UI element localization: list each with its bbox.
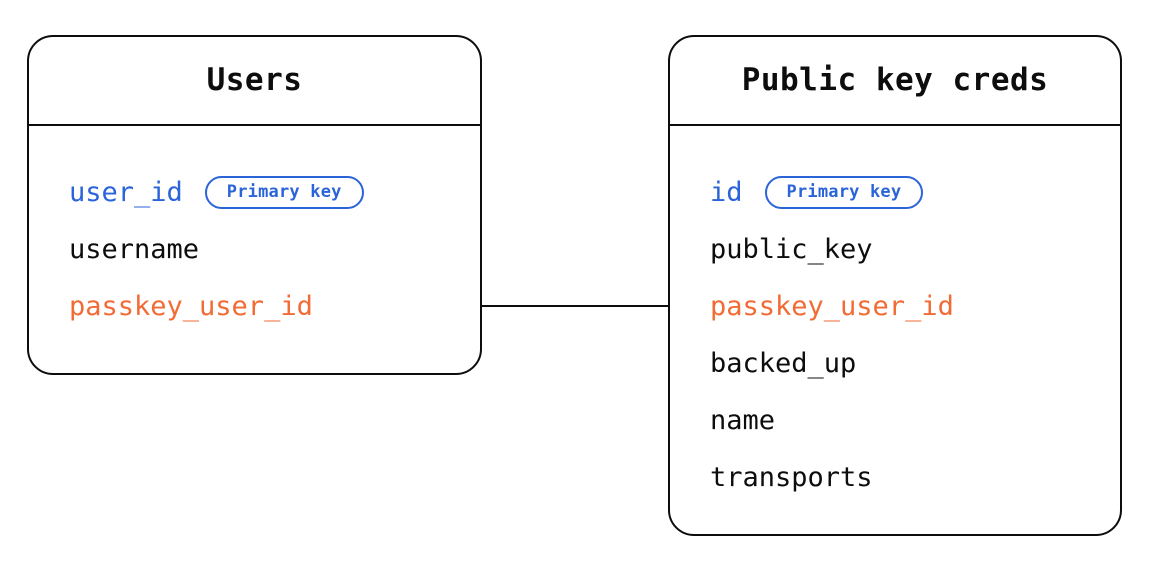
field-row[interactable]: passkey_user_id — [710, 278, 1120, 335]
entity-users[interactable]: Users user_id Primary key username passk… — [27, 35, 482, 375]
field-name-public-key: public_key — [710, 234, 873, 265]
field-name-id: id — [710, 177, 743, 208]
field-name-passkey-user-id: passkey_user_id — [69, 291, 313, 322]
entity-users-title: Users — [206, 62, 303, 98]
entity-public-key-creds-title: Public key creds — [741, 62, 1049, 98]
field-name-user-id: user_id — [69, 177, 183, 208]
field-row[interactable]: username — [69, 221, 480, 278]
field-row[interactable]: transports — [710, 449, 1120, 506]
field-name-name: name — [710, 405, 776, 436]
field-row[interactable]: public_key — [710, 221, 1120, 278]
field-row[interactable]: name — [710, 392, 1120, 449]
field-row[interactable]: id Primary key — [710, 164, 1120, 221]
primary-key-badge: Primary key — [764, 176, 924, 209]
field-name-username: username — [69, 234, 200, 265]
entity-users-header: Users — [29, 37, 480, 126]
relationship-connector-users-pubkey — [480, 305, 670, 307]
entity-public-key-creds-header: Public key creds — [670, 37, 1120, 126]
field-row[interactable]: passkey_user_id — [69, 278, 480, 335]
field-row[interactable]: backed_up — [710, 335, 1120, 392]
entity-users-field-list: user_id Primary key username passkey_use… — [29, 126, 480, 335]
field-name-passkey-user-id: passkey_user_id — [710, 291, 954, 322]
entity-public-key-creds[interactable]: Public key creds id Primary key public_k… — [668, 35, 1122, 536]
field-row[interactable]: user_id Primary key — [69, 164, 480, 221]
field-name-transports: transports — [710, 462, 873, 493]
primary-key-badge: Primary key — [204, 176, 364, 209]
entity-public-key-creds-field-list: id Primary key public_key passkey_user_i… — [670, 126, 1120, 506]
field-name-backed-up: backed_up — [710, 348, 857, 379]
